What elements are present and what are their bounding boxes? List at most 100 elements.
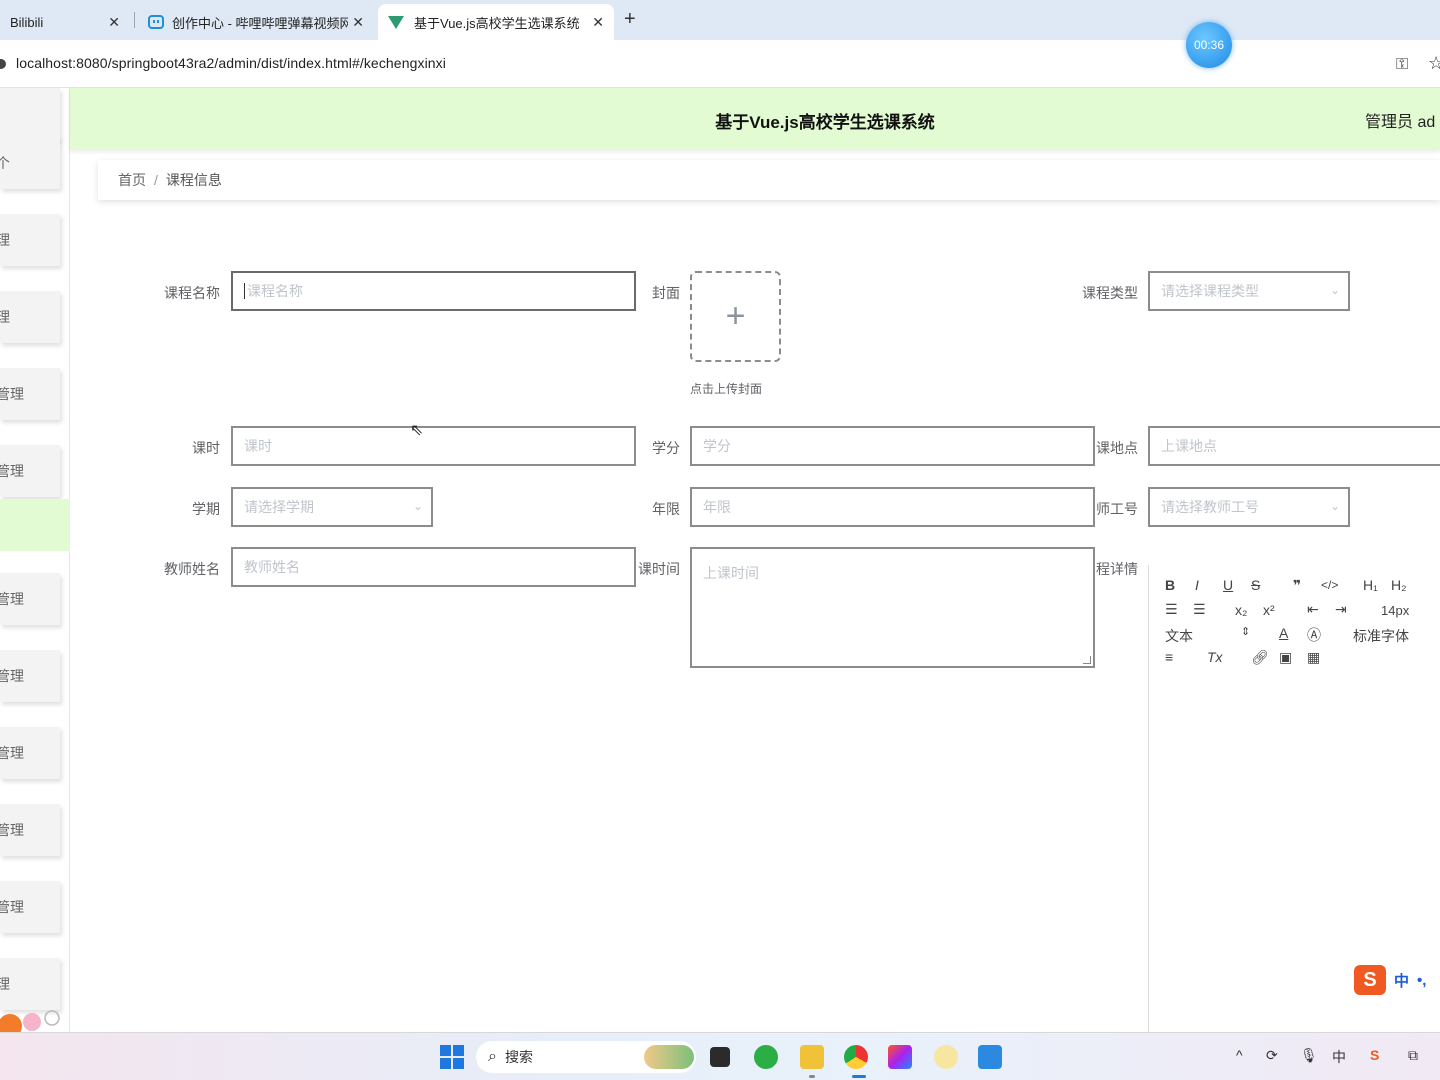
italic-icon[interactable]: I: [1195, 577, 1199, 593]
sidebar-item-label: 管理: [0, 899, 24, 915]
tab-course-system[interactable]: 基于Vue.js高校学生选课系统 ✕: [378, 4, 614, 40]
class-time-textarea[interactable]: 上课时间: [690, 547, 1095, 668]
admin-user-menu[interactable]: 管理员 ad: [1365, 114, 1436, 131]
code-block-icon[interactable]: </>: [1321, 578, 1339, 592]
header-2-icon[interactable]: H₂: [1391, 577, 1407, 593]
underline-icon[interactable]: U: [1223, 577, 1234, 593]
sidebar-item[interactable]: 管理: [0, 573, 60, 625]
close-icon[interactable]: ✕: [108, 13, 120, 30]
sidebar-item-label: 个: [0, 155, 10, 171]
sidebar-item[interactable]: 理: [0, 958, 60, 1010]
taskbar-search-label: 搜索: [504, 1049, 533, 1065]
bilibili-icon: [148, 15, 164, 29]
sidebar-item-label: 管理: [0, 463, 24, 479]
recording-timer[interactable]: 00:36: [1186, 22, 1232, 68]
detail-label: 程详情: [1096, 561, 1138, 577]
align-icon[interactable]: ≡: [1165, 649, 1174, 665]
password-key-icon[interactable]: ⚿: [1396, 56, 1409, 73]
sidebar-item[interactable]: 管理: [0, 650, 60, 702]
bullet-list-icon[interactable]: ☰: [1193, 601, 1206, 617]
microphone-icon[interactable]: 🎙︎: [1300, 1047, 1318, 1063]
clear-format-icon[interactable]: Tx: [1207, 649, 1223, 665]
video-icon[interactable]: ▦: [1307, 649, 1321, 665]
background-color-icon[interactable]: Ⓐ: [1307, 627, 1321, 643]
sidebar-item[interactable]: 管理: [0, 804, 60, 856]
placeholder: 课时: [244, 438, 272, 454]
sidebar-item[interactable]: 管理: [0, 727, 60, 779]
close-icon[interactable]: ✕: [352, 13, 364, 30]
tab-bilibili[interactable]: Bilibili ✕: [0, 4, 130, 40]
updown-icon[interactable]: ⇕: [1241, 626, 1251, 638]
app-icon[interactable]: [934, 1045, 958, 1069]
tray-chevron-icon[interactable]: ^: [1236, 1047, 1243, 1063]
bookmark-star-icon[interactable]: ☆: [1428, 53, 1440, 73]
link-icon[interactable]: 🔗︎: [1251, 649, 1269, 665]
display-icon[interactable]: ⧉: [1408, 1047, 1418, 1063]
course-name-input[interactable]: 课程名称: [231, 271, 636, 311]
credit-input[interactable]: 学分: [690, 426, 1095, 466]
sidebar-item[interactable]: 理: [0, 214, 60, 266]
superscript-icon[interactable]: x²: [1263, 602, 1275, 618]
sidebar-item[interactable]: 管理: [0, 445, 60, 497]
tab-creator-center[interactable]: 创作中心 - 哔哩哔哩弹幕视频网 ✕: [138, 4, 374, 40]
new-tab-button[interactable]: +: [624, 8, 636, 30]
notepad-icon[interactable]: [978, 1045, 1002, 1069]
tray-sync-icon[interactable]: ⟳: [1266, 1047, 1278, 1063]
wechat-icon[interactable]: [754, 1045, 778, 1069]
running-indicator: [809, 1075, 815, 1078]
sidebar-item[interactable]: 理: [0, 291, 60, 343]
tray-language[interactable]: 中: [1332, 1049, 1346, 1065]
file-explorer-icon[interactable]: [800, 1045, 824, 1069]
font-color-icon[interactable]: A: [1279, 625, 1289, 641]
sidebar-item-active[interactable]: [0, 499, 70, 551]
course-type-select[interactable]: 请选择课程类型 ⌄: [1148, 271, 1350, 311]
ordered-list-icon[interactable]: ☰: [1165, 601, 1178, 617]
font-size-select[interactable]: 14px: [1381, 603, 1410, 618]
blockquote-icon[interactable]: ❞: [1293, 577, 1302, 593]
class-time-label: 课时间: [638, 561, 680, 577]
location-input[interactable]: 上课地点: [1148, 426, 1440, 466]
bold-icon[interactable]: B: [1165, 577, 1176, 593]
sidebar-item[interactable]: 个: [0, 137, 60, 189]
subscript-icon[interactable]: x₂: [1235, 602, 1248, 618]
breadcrumb-home[interactable]: 首页: [118, 172, 146, 188]
intellij-icon[interactable]: [888, 1045, 912, 1069]
search-icon: ⌕: [488, 1048, 497, 1065]
teacher-no-select[interactable]: 请选择教师工号 ⌄: [1148, 487, 1350, 527]
sidebar-item[interactable]: [0, 88, 60, 140]
teacher-name-input[interactable]: 教师姓名: [231, 547, 636, 587]
sidebar-item[interactable]: 管理: [0, 368, 60, 420]
strikethrough-icon[interactable]: S: [1251, 577, 1261, 593]
system-title: 基于Vue.js高校学生选课系统: [715, 113, 935, 132]
semester-select[interactable]: 请选择学期 ⌄: [231, 487, 433, 527]
chevron-down-icon: ⌄: [412, 499, 423, 513]
resize-handle-icon[interactable]: [1083, 656, 1091, 664]
search-highlight-icon[interactable]: [644, 1045, 694, 1069]
windows-start-icon[interactable]: [440, 1045, 464, 1069]
tab-title: 创作中心 - 哔哩哔哩弹幕视频网: [172, 15, 348, 31]
task-view-icon[interactable]: [710, 1047, 730, 1067]
image-icon[interactable]: ▣: [1279, 649, 1293, 665]
cover-label: 封面: [652, 285, 680, 301]
sidebar-item[interactable]: 管理: [0, 881, 60, 933]
font-family-select[interactable]: 标准字体: [1353, 628, 1409, 644]
header-1-icon[interactable]: H₁: [1363, 577, 1378, 593]
outdent-icon[interactable]: ⇤: [1307, 601, 1319, 617]
text-style-select[interactable]: 文本: [1165, 628, 1193, 644]
hours-input[interactable]: 课时: [231, 426, 636, 466]
close-icon[interactable]: ✕: [592, 13, 604, 30]
years-input[interactable]: 年限: [690, 487, 1095, 527]
ime-punct[interactable]: •,: [1417, 971, 1427, 989]
cover-upload-button[interactable]: +: [690, 271, 781, 362]
sogou-tray-icon[interactable]: S: [1370, 1047, 1380, 1063]
sidebar-item-label: 管理: [0, 822, 24, 838]
sogou-ime-bar[interactable]: S 中 •,: [1354, 965, 1426, 995]
teacher-name-label: 教师姓名: [164, 561, 220, 577]
site-info-icon[interactable]: [0, 59, 6, 69]
ime-mode[interactable]: 中: [1394, 972, 1410, 990]
chrome-icon[interactable]: [844, 1045, 868, 1069]
url-input[interactable]: localhost:8080/springboot43ra2/admin/dis…: [16, 55, 446, 71]
rich-text-editor[interactable]: B I U S ❞ </> H₁ H₂ ☰ ☰ x₂ x² ⇤ ⇥ 14px 文…: [1148, 565, 1440, 1032]
indent-icon[interactable]: ⇥: [1335, 601, 1347, 617]
hours-label: 课时: [192, 440, 220, 456]
